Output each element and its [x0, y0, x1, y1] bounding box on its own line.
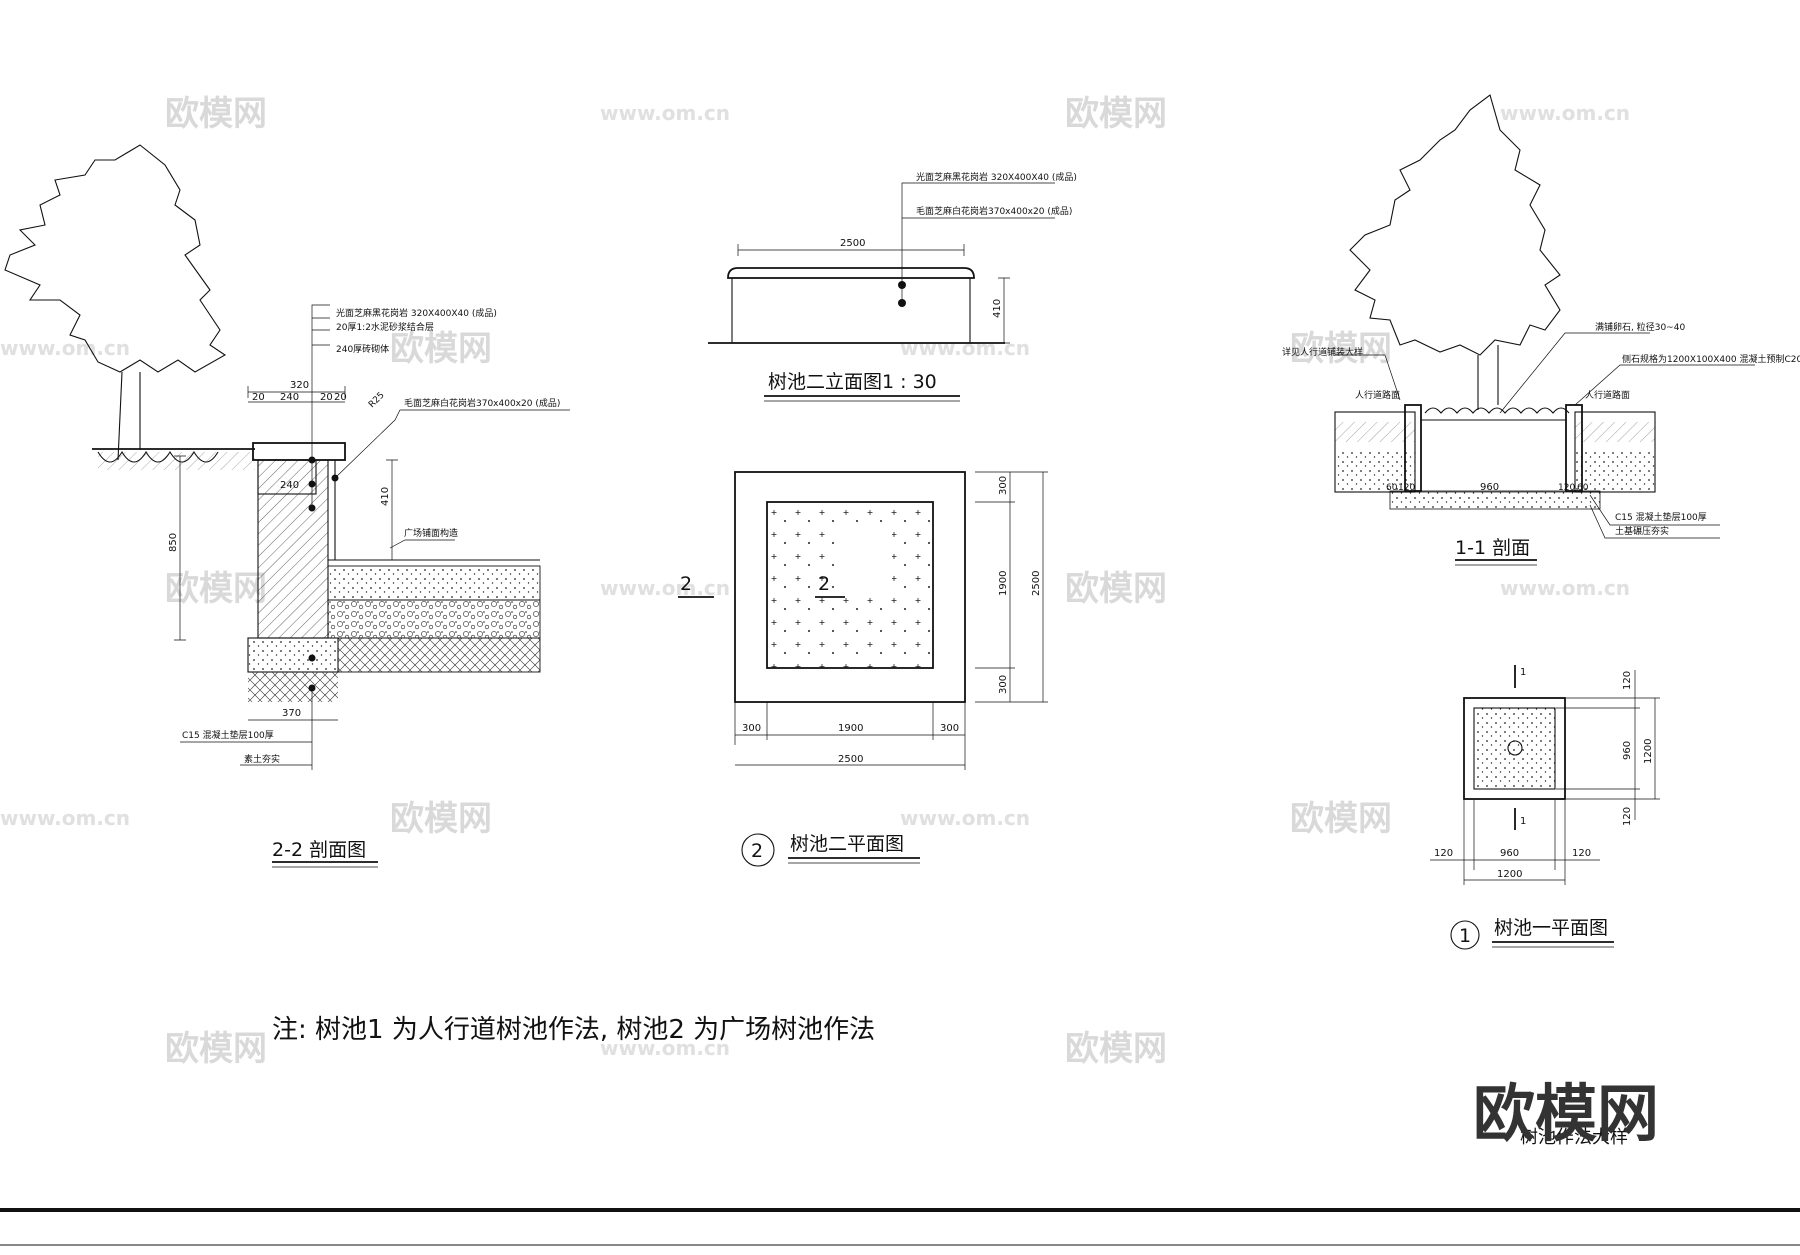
- plan-1-dim-960: 960: [1500, 848, 1519, 859]
- plan-2-dim-300b: 300: [940, 723, 959, 734]
- watermark-brand: 欧模网: [390, 799, 492, 839]
- elevation-2-title: 树池二立面图1 : 30: [768, 371, 937, 393]
- label-mortar: 20厚1:2水泥砂浆结合层: [336, 321, 434, 333]
- dim-320: 320: [290, 380, 309, 391]
- plan-1: 1 1 120 960 120 1200 120 960 120 1200 1 …: [1430, 665, 1660, 950]
- watermark-brand: 欧模网: [1065, 1029, 1167, 1069]
- plan-2: 2 2 300 1900 300 2500 300 1900 300 2500 …: [678, 471, 1048, 867]
- tree-icon: [4, 144, 227, 461]
- plan-1-cut-top: 1: [1520, 667, 1526, 678]
- watermark-site: www.om.cn: [900, 336, 1030, 360]
- dim-60: 60: [1386, 483, 1398, 493]
- watermark-brand: 欧模网: [1290, 329, 1392, 369]
- dim-850: 850: [168, 533, 179, 552]
- elev-dim-height: 410: [992, 299, 1003, 318]
- section-1-1-title: 1-1 剖面: [1455, 537, 1530, 559]
- plan-1-title: 树池一平面图: [1494, 917, 1608, 939]
- plan-1-vdim-120b: 120: [1622, 807, 1633, 826]
- label-base: C15 混凝土垫层100厚: [1615, 511, 1707, 523]
- plan-2-dim-300a: 300: [742, 723, 761, 734]
- plan-2-vdim-1900: 1900: [998, 571, 1009, 596]
- elev-dim-width: 2500: [840, 238, 865, 249]
- label-ref: 详见人行道铺装大样: [1282, 346, 1363, 358]
- label-brick: 240厚砖砌体: [336, 343, 389, 355]
- watermark-brand: 欧模网: [1290, 799, 1392, 839]
- label-soil: 土基碾压夯实: [1615, 525, 1669, 537]
- watermark-site: www.om.cn: [0, 806, 130, 830]
- watermark-layer: 欧模网 欧模网 欧模网 欧模网 欧模网 欧模网 欧模网 欧模网 欧模网 欧模网 …: [0, 94, 1630, 1069]
- drawing-title: 树池作法大样: [1520, 1127, 1628, 1148]
- watermark-brand: 欧模网: [165, 94, 267, 134]
- plan-1-dim-120b: 120: [1572, 848, 1591, 859]
- watermark-brand: 欧模网: [1065, 569, 1167, 609]
- elev-label-top: 光面芝麻黑花岗岩 320X400X40 (成品): [916, 171, 1077, 183]
- concrete-footing: [247, 637, 339, 673]
- watermark-site: www.om.cn: [600, 576, 730, 600]
- dim-120a: 120: [1398, 483, 1415, 493]
- watermark-brand: 欧模网: [165, 1029, 267, 1069]
- dim-60b: 60: [1577, 483, 1589, 493]
- section-1-1: 满铺卵石, 粒径30~40 详见人行道铺装大样 侧石规格为1200X100X40…: [1282, 321, 1800, 566]
- watermark-site: www.om.cn: [0, 336, 130, 360]
- watermark-brand: 欧模网: [1065, 94, 1167, 134]
- plan-1-dim-120a: 120: [1434, 848, 1453, 859]
- elevation-2: 2500 410 光面芝麻黑花岗岩 320X400X40 (成品) 毛面芝麻白花…: [708, 171, 1077, 402]
- watermark-site: www.om.cn: [1500, 101, 1630, 125]
- dim-960: 960: [1480, 482, 1499, 493]
- label-base: C15 混凝土垫层100厚: [182, 729, 274, 741]
- plan-2-section-mark-left: 2: [680, 573, 692, 595]
- dim-240: 240: [280, 392, 299, 403]
- label-walk-left: 人行道路面: [1355, 389, 1400, 401]
- plan-1-number: 1: [1459, 925, 1471, 947]
- label-soil: 素土夯实: [244, 753, 280, 765]
- section-2-2: 光面芝麻黑花岗岩 320X400X40 (成品) 20厚1:2水泥砂浆结合层 2…: [92, 304, 570, 868]
- plan-1-cut-bottom: 1: [1520, 816, 1526, 827]
- plan-1-vdim-1200: 1200: [1643, 739, 1654, 764]
- plan-1-vdim-960: 960: [1622, 741, 1633, 760]
- dim-20a: 20: [252, 392, 265, 403]
- label-walk-right: 人行道路面: [1585, 389, 1630, 401]
- label-fill: 满铺卵石, 粒径30~40: [1595, 321, 1685, 333]
- label-curb: 侧石规格为1200X100X400 混凝土预制C20: [1622, 353, 1800, 365]
- plan-2-dim-1900: 1900: [838, 723, 863, 734]
- coping-stone: [252, 442, 346, 461]
- watermark-site: www.om.cn: [600, 1036, 730, 1060]
- watermark-site: www.om.cn: [600, 101, 730, 125]
- dim-120b: 120: [1558, 483, 1575, 493]
- dim-20c: 20: [334, 392, 347, 403]
- watermark-site: www.om.cn: [1500, 576, 1630, 600]
- brand-logo: 欧模网: [1473, 1077, 1659, 1150]
- dim-20b: 20: [320, 392, 333, 403]
- drawing-note: 注: 树池1 为人行道树池作法, 树池2 为广场树池作法: [272, 1015, 875, 1045]
- watermark-brand: 欧模网: [390, 329, 492, 369]
- dim-410: 410: [380, 487, 391, 506]
- plan-2-vdim-2500: 2500: [1031, 571, 1042, 596]
- label-radius: R25: [367, 391, 387, 411]
- plan-2-title: 树池二平面图: [790, 833, 904, 855]
- watermark-site: www.om.cn: [900, 806, 1030, 830]
- section-2-2-title: 2-2 剖面图: [272, 839, 366, 861]
- plan-2-vdim-300b: 300: [998, 675, 1009, 694]
- label-coping: 光面芝麻黑花岗岩 320X400X40 (成品): [336, 307, 497, 319]
- plan-2-number: 2: [751, 840, 763, 862]
- plan-2-section-mark-right: 2: [818, 573, 830, 595]
- plan-1-vdim-120a: 120: [1622, 671, 1633, 690]
- watermark-brand: 欧模网: [165, 569, 267, 609]
- label-plaza: 广场铺面构造: [404, 527, 458, 539]
- dim-240b: 240: [280, 480, 299, 491]
- plan-2-dim-2500: 2500: [838, 754, 863, 765]
- tree-icon: [1349, 94, 1561, 410]
- plan-1-dim-1200: 1200: [1497, 869, 1522, 880]
- plan-2-vdim-300a: 300: [998, 476, 1009, 495]
- label-side-stone: 毛面芝麻白花岗岩370x400x20 (成品): [404, 397, 560, 409]
- dim-370: 370: [282, 708, 301, 719]
- elev-label-side: 毛面芝麻白花岗岩370x400x20 (成品): [916, 205, 1072, 217]
